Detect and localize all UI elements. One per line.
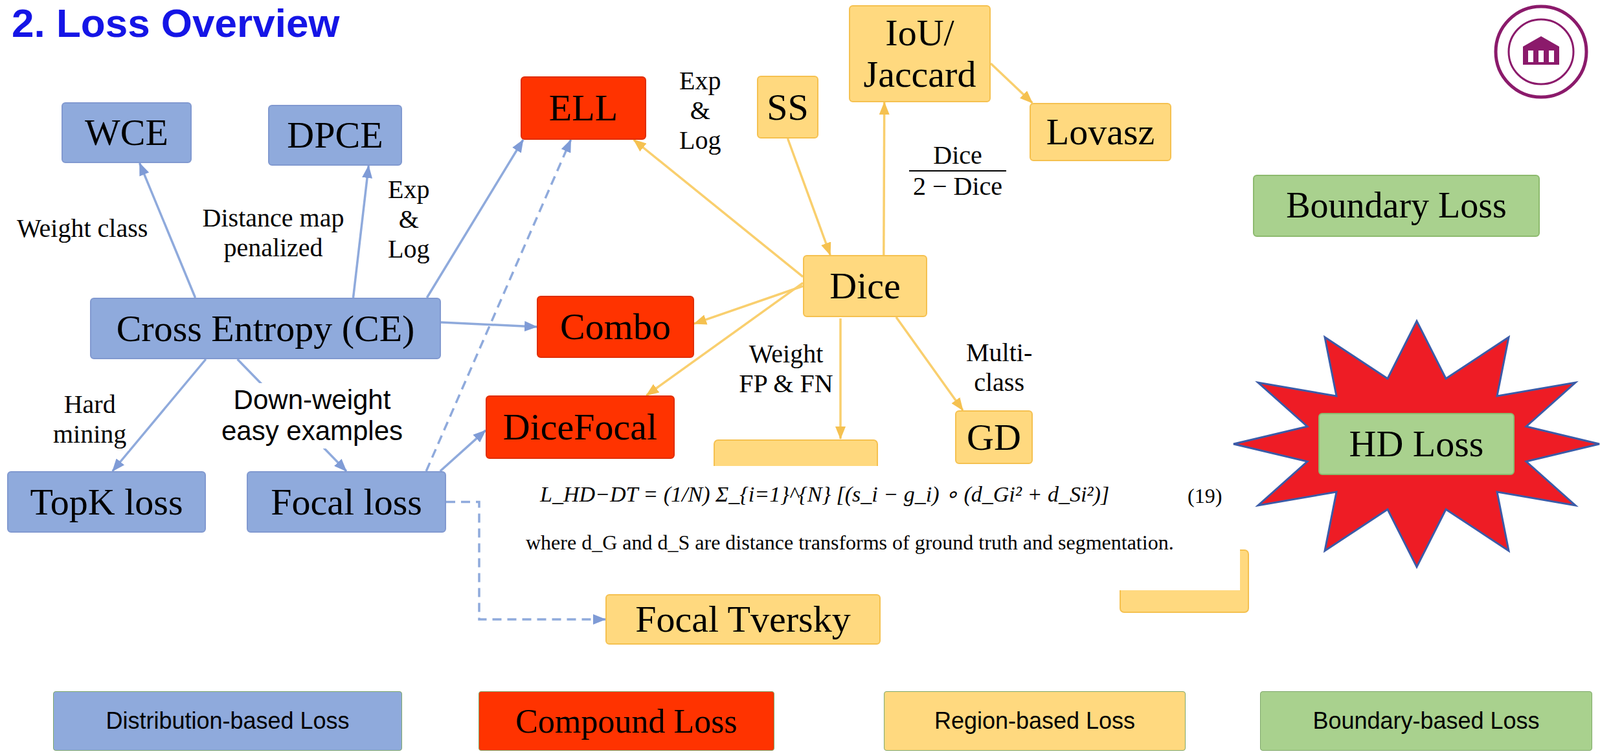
box-text: HD Loss xyxy=(1349,423,1485,465)
box-text: Combo xyxy=(560,306,671,348)
fraction-part: Dice xyxy=(909,140,1007,171)
note-text: Weight FP & FN xyxy=(734,338,838,401)
seal-ring xyxy=(1495,6,1587,98)
loss-box: Cross Entropy (CE) xyxy=(90,297,441,360)
connector-arrow xyxy=(440,430,486,472)
seal-window xyxy=(1538,50,1544,63)
loss-box: Lovasz xyxy=(1029,102,1172,162)
connector-arrow xyxy=(788,138,831,256)
note-text: where d_G and d_S are distance transform… xyxy=(523,529,1235,557)
box-text: Dice xyxy=(829,265,901,307)
box-text: TopK loss xyxy=(29,481,183,524)
legend-swatch: Region-based Loss xyxy=(883,691,1186,752)
box-text: Lovasz xyxy=(1046,111,1156,153)
legend-text: Boundary-based Loss xyxy=(1312,707,1540,735)
edge-label: Hard mining xyxy=(50,388,129,451)
box-text: Focal Tversky xyxy=(635,598,851,641)
loss-box: ELL xyxy=(520,76,647,140)
note-text: (19) xyxy=(1184,483,1225,510)
seal-window xyxy=(1528,50,1534,63)
legend-swatch: Compound Loss xyxy=(478,691,775,752)
edge-label: Down-weight easy examples xyxy=(205,383,419,449)
box-text: SS xyxy=(766,86,809,129)
legend-text: Compound Loss xyxy=(515,702,737,741)
box-text: Cross Entropy (CE) xyxy=(116,308,416,350)
box-text: DiceFocal xyxy=(503,406,658,449)
box-text: GD xyxy=(966,416,1022,459)
connector-arrow xyxy=(353,165,370,298)
starburst xyxy=(1233,321,1600,568)
edge-label: Dice 2 − Dice xyxy=(906,139,1009,203)
seal-building xyxy=(1522,36,1560,65)
connector-arrow xyxy=(440,322,537,327)
note-text: L_HD−DT = (1/N) Σ_{i=1}^{N} [(s_i − g_i)… xyxy=(537,480,1112,509)
loss-box: Boundary Loss xyxy=(1252,174,1540,237)
box-text: DPCE xyxy=(286,114,383,157)
legend-text: Region-based Loss xyxy=(934,707,1136,735)
hidden-arrow xyxy=(839,318,842,440)
loss-box: Dice xyxy=(802,255,928,318)
loss-box: HD Loss xyxy=(1318,413,1515,476)
box-text: IoU/ Jaccard xyxy=(856,12,983,96)
connector-arrow xyxy=(882,102,886,256)
connector-arrow xyxy=(633,139,803,278)
legend-text: Distribution-based Loss xyxy=(105,707,350,735)
seal-ring xyxy=(1508,19,1574,85)
loss-box: IoU/ Jaccard xyxy=(848,5,991,103)
legend-swatch: Distribution-based Loss xyxy=(53,691,403,752)
loss-box: GD xyxy=(955,410,1033,465)
fraction-part: 2 − Dice xyxy=(909,170,1007,202)
connector-arrow xyxy=(426,139,524,298)
loss-box: Combo xyxy=(536,295,695,359)
edge-label: Multi- class xyxy=(963,336,1035,399)
loss-box: DPCE xyxy=(268,104,403,166)
connector-arrow xyxy=(896,317,963,411)
legend-swatch: Boundary-based Loss xyxy=(1260,691,1593,752)
loss-box: DiceFocal xyxy=(485,395,675,460)
seal-window xyxy=(1548,50,1555,63)
edge-label: Weight class xyxy=(14,212,151,245)
slide-title: 2. Loss Overview xyxy=(11,0,340,46)
edge-label: Exp & Log xyxy=(385,173,432,266)
loss-box: TopK loss xyxy=(7,471,206,533)
loss-box: Focal Tversky xyxy=(605,594,881,645)
connector-arrow xyxy=(990,63,1033,103)
university-seal xyxy=(1495,6,1587,98)
edge-label: Exp & Log xyxy=(676,64,724,157)
box-text: Focal loss xyxy=(270,481,423,524)
loss-box: Focal loss xyxy=(246,471,447,533)
edge-label: Distance map penalized xyxy=(197,202,350,265)
box-text: ELL xyxy=(549,87,618,129)
box-text: WCE xyxy=(84,112,169,154)
connector-arrow xyxy=(694,286,803,324)
loss-box: WCE xyxy=(61,102,192,164)
loss-box: SS xyxy=(756,75,819,139)
box-text: Boundary Loss xyxy=(1285,185,1507,226)
